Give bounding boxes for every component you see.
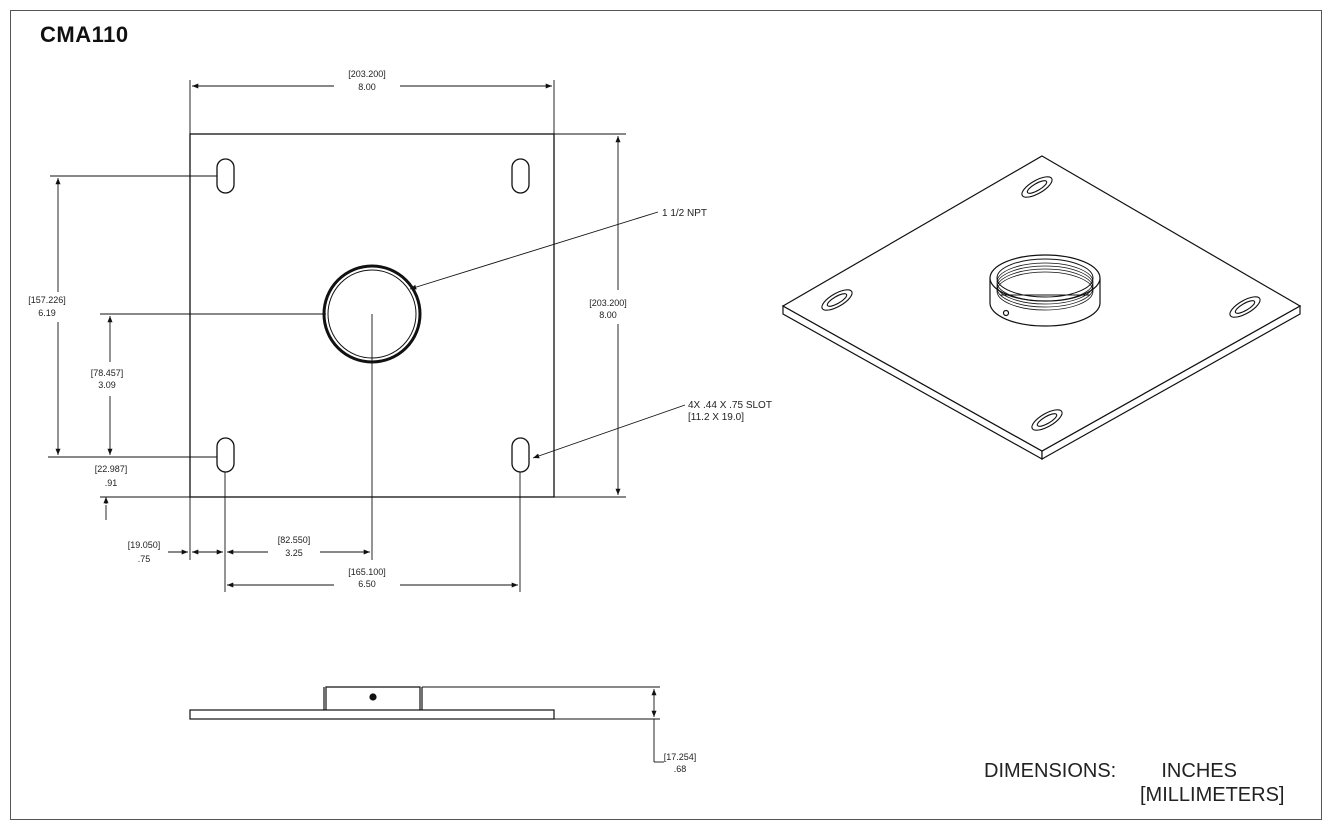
dim-right-height-in: 8.00 [599,310,617,320]
iso-slots [821,176,1261,431]
dim-right-height-mm: [203.200] [589,298,627,308]
dim-height-mm: [17.254] [664,752,697,762]
units-legend: DIMENSIONS: INCHES [MILLIMETERS] [984,760,1284,806]
dimension-lines [55,83,686,588]
dim-slot-offset-v-in: .91 [105,478,118,488]
dim-slot-offset-h-in: .75 [138,554,151,564]
dim-slot-offset-v-mm: [22.987] [95,464,128,474]
dim-center-h-in: 3.25 [285,548,303,558]
dim-center-v-in: 3.09 [98,380,116,390]
slot-top-right [511,158,530,194]
set-screw-dot [369,693,377,701]
dim-slot-span-v-mm: [157.226] [28,295,66,305]
isometric-view [781,155,1302,461]
extension-lines [48,80,626,592]
legend-label: DIMENSIONS: [984,760,1117,782]
slot-top-left [216,158,235,194]
dim-center-v-mm: [78.457] [91,368,124,378]
drawing-title: CMA110 [40,22,129,47]
note-slot-line2: [11.2 X 19.0] [688,412,744,423]
drawing-frame [10,10,1322,820]
dim-top-width-in: 8.00 [358,82,376,92]
slot-bottom-right [511,437,530,473]
note-slot-line1: 4X .44 X .75 SLOT [688,400,772,411]
side-collar [325,686,421,710]
note-npt: 1 1/2 NPT [662,208,707,219]
legend-units-secondary: [MILLIMETERS] [1140,784,1285,806]
dim-slot-span-v-in: 6.19 [38,308,56,318]
side-plate [189,709,555,720]
leader-slot [532,404,686,459]
dim-center-h-mm: [82.550] [278,535,311,545]
dimension-texts: [203.200] 8.00 [203.200] 8.00 [157.226] … [28,69,772,589]
dim-slot-span-h-mm: [165.100] [348,567,386,577]
slot-bottom-left [216,437,235,473]
side-view [189,686,664,763]
dim-top-width-mm: [203.200] [348,69,386,79]
iso-set-screw [1002,309,1010,317]
dim-height-in: .68 [674,764,687,774]
dim-slot-span-h-in: 6.50 [358,579,376,589]
legend-units-primary: INCHES [1161,760,1237,782]
leader-npt [409,211,659,290]
iso-collar [989,254,1101,327]
dim-slot-offset-h-mm: [19.050] [128,540,161,550]
